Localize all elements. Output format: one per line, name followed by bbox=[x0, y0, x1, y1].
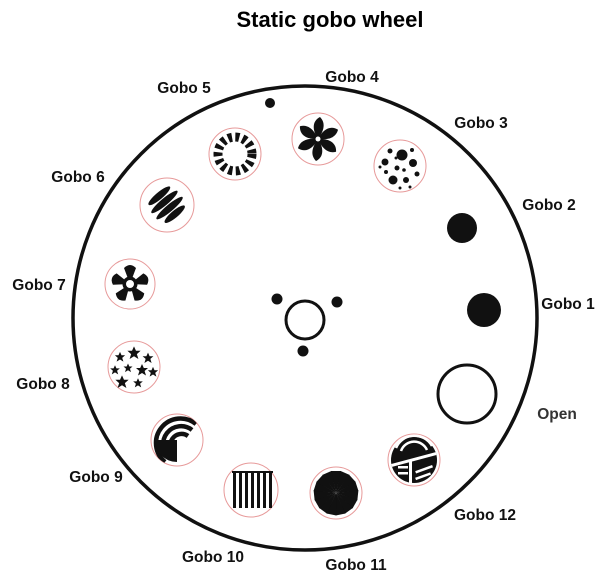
gobo-9-spiral-arcs bbox=[150, 413, 204, 467]
label-gobo-9: Gobo 9 bbox=[69, 469, 123, 486]
gobo-12-split-pattern bbox=[387, 433, 441, 487]
gobo-7-flower bbox=[104, 258, 156, 310]
label-gobo-8: Gobo 8 bbox=[16, 376, 70, 393]
label-gobo-1: Gobo 1 bbox=[541, 296, 595, 313]
gobo-10-vertical-bars bbox=[223, 462, 279, 518]
gobo-5-dashed-ring bbox=[208, 127, 262, 181]
label-gobo-10: Gobo 10 bbox=[182, 549, 244, 566]
label-open: Open bbox=[537, 406, 577, 423]
gobo-4-flower-swirl bbox=[291, 112, 345, 166]
index-dot bbox=[265, 98, 275, 108]
label-gobo-4: Gobo 4 bbox=[325, 69, 379, 86]
gobo-3-dot-cluster bbox=[373, 139, 427, 193]
label-gobo-6: Gobo 6 bbox=[51, 169, 105, 186]
gobo-11-radial-starburst bbox=[309, 466, 363, 520]
center-hub bbox=[271, 293, 343, 357]
label-gobo-3: Gobo 3 bbox=[454, 115, 508, 132]
label-gobo-7: Gobo 7 bbox=[12, 277, 65, 294]
gobo-6-diagonal-stripes bbox=[139, 177, 195, 233]
gobo-2-medium-dot bbox=[447, 213, 477, 243]
gobo-1-large-dot bbox=[467, 293, 501, 327]
wheel-rim bbox=[71, 84, 539, 552]
label-gobo-11: Gobo 11 bbox=[325, 557, 387, 574]
open-aperture bbox=[436, 363, 498, 425]
gobo-8-stars bbox=[107, 340, 161, 394]
label-gobo-12: Gobo 12 bbox=[454, 507, 516, 524]
label-gobo-5: Gobo 5 bbox=[157, 80, 211, 97]
diagram-title: Static gobo wheel bbox=[236, 7, 423, 32]
label-gobo-2: Gobo 2 bbox=[522, 197, 575, 214]
